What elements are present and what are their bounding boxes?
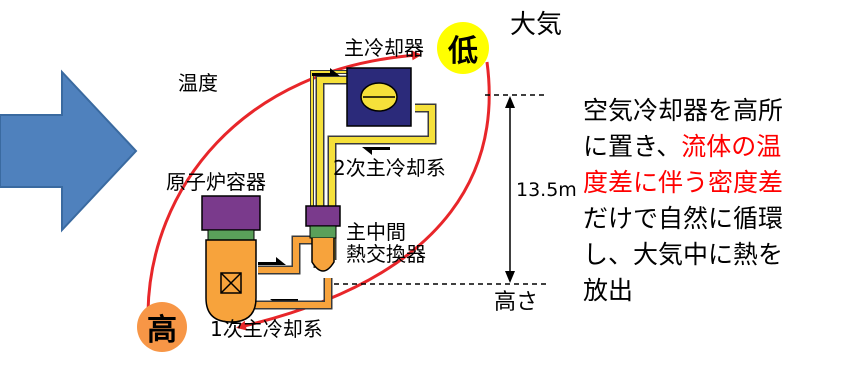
- description-line-6: 放出: [583, 276, 634, 305]
- description-line-4: だけで自然に循環: [583, 204, 784, 233]
- low-label: 低: [448, 34, 478, 69]
- high-circle: [137, 302, 187, 352]
- reactor-vessel-band: [207, 229, 255, 241]
- height-value-label: 13.5m: [516, 179, 577, 201]
- temperature-label: 温度: [178, 71, 218, 95]
- ihx-top: [305, 205, 341, 227]
- ihx-body: [309, 225, 337, 239]
- description-text: 空気冷却器を高所 に置き、流体の温 度差に伴う密度差 だけで自然に循環 し、大気…: [583, 93, 845, 309]
- big-blue-arrow-icon: [0, 69, 138, 233]
- flow-arrow-right-icon: [362, 147, 390, 155]
- description-line-2a: に置き、: [583, 132, 682, 161]
- flow-arrow-top-icon: [312, 68, 340, 76]
- flow-arrow-mid-icon: [258, 257, 286, 265]
- main-cooler-label: 主冷却器: [344, 36, 424, 60]
- height-label: 高さ: [494, 290, 539, 315]
- height-arrow-bottom-icon: [505, 271, 515, 283]
- description-line-2: に置き、流体の温: [583, 129, 845, 165]
- description-line-2b-highlight: 流体の温: [681, 132, 782, 161]
- low-circle: [437, 22, 489, 74]
- reactor-vessel-label: 原子炉容器: [166, 170, 266, 194]
- description-line-3-highlight: 度差に伴う密度差: [583, 168, 784, 197]
- description-line-1: 空気冷却器を高所: [583, 96, 784, 125]
- ihx-label-line1: 主中間: [346, 220, 406, 244]
- height-arrow-top-icon: [505, 96, 515, 108]
- ihx-label-line2: 熱交換器: [346, 242, 426, 266]
- rising-temperature-curve: [146, 50, 422, 313]
- ihx-u-tube: [311, 238, 335, 272]
- high-label: 高: [147, 313, 177, 348]
- primary-loop-label: 1次主冷却系: [210, 317, 323, 341]
- description-line-5: し、大気中に熱を: [583, 240, 784, 269]
- secondary-loop-label: 2次主冷却系: [333, 156, 446, 180]
- atmosphere-label: 大気: [510, 10, 563, 40]
- reactor-vessel-head: [201, 195, 261, 231]
